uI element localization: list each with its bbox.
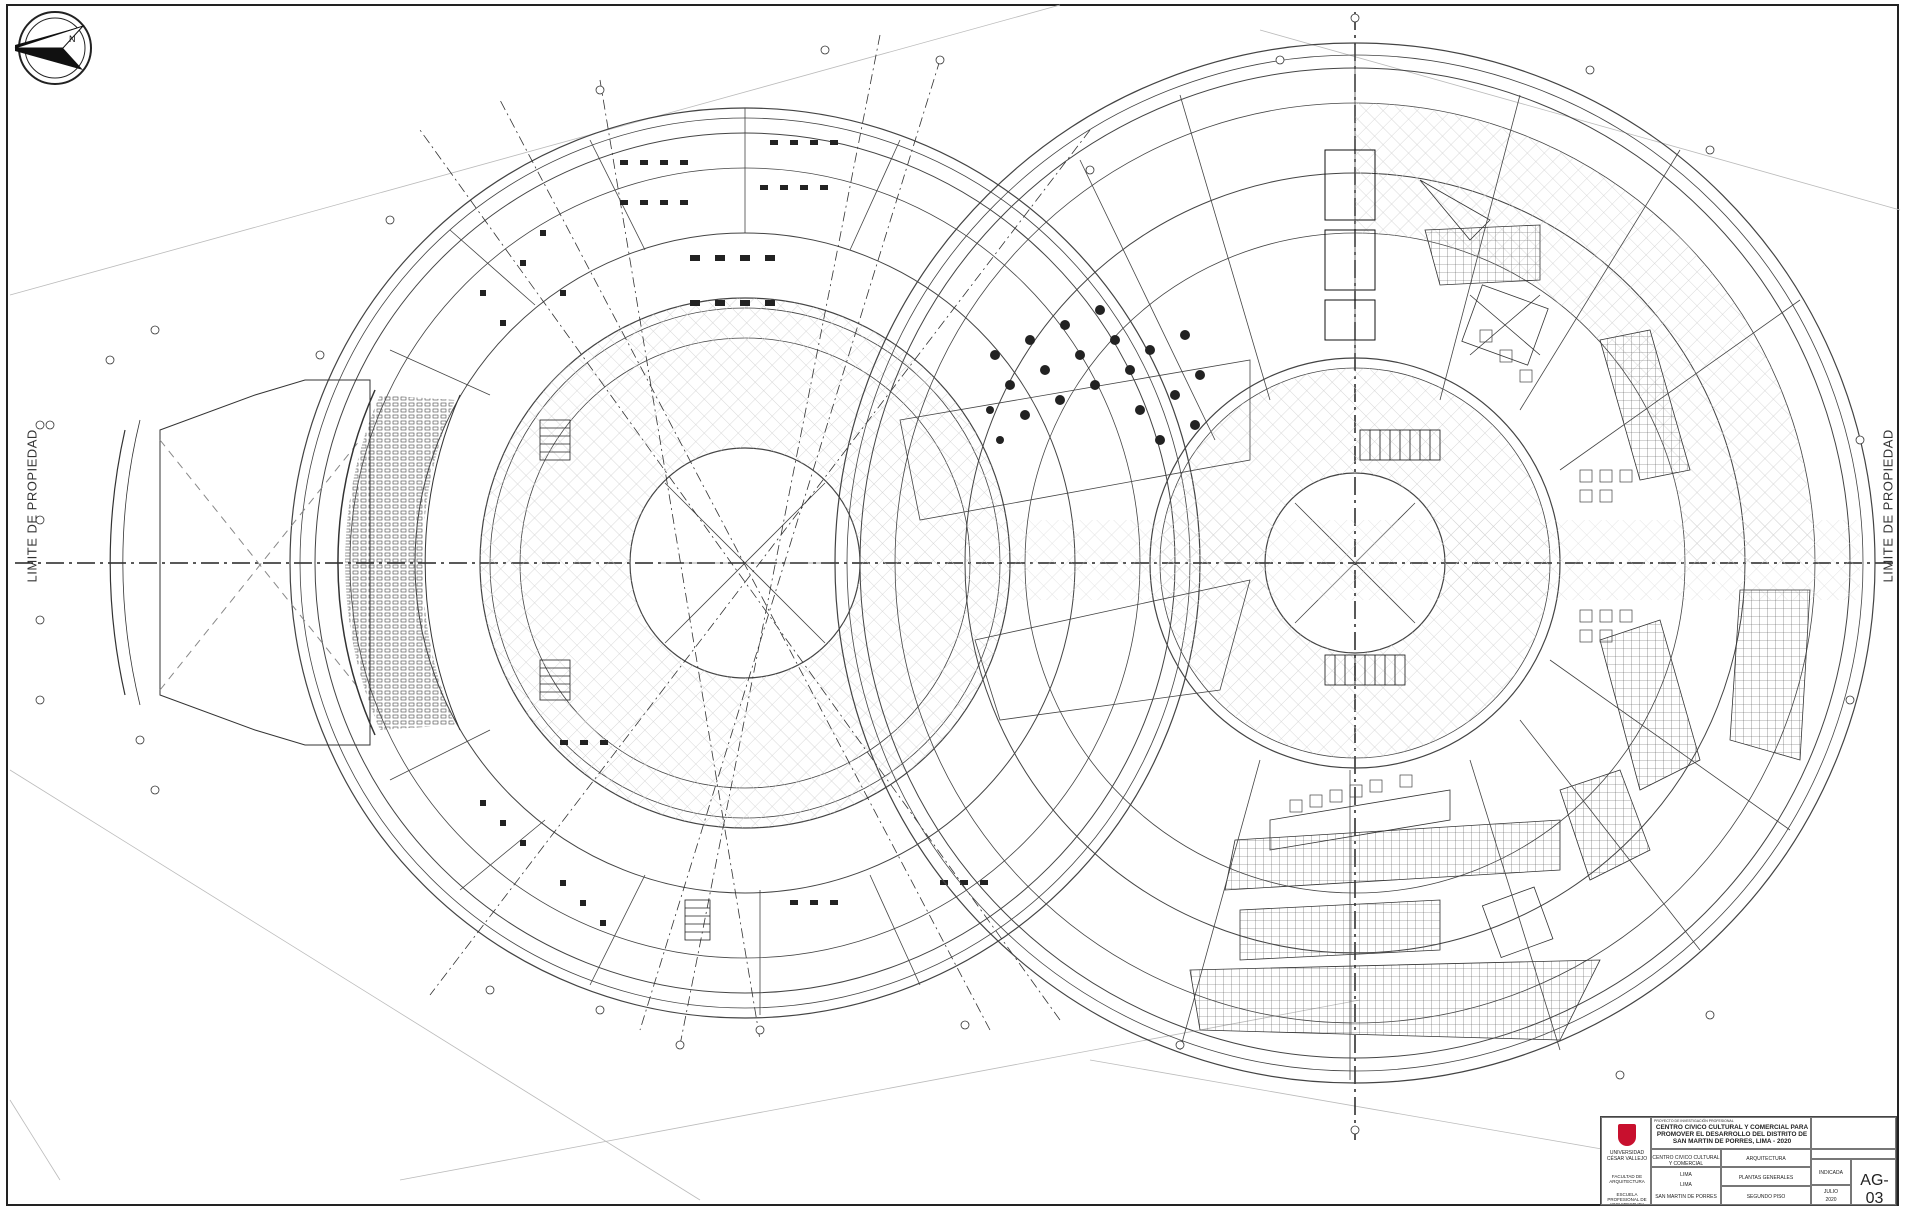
right-escalators [1324, 429, 1441, 686]
plan-name: PLANTAS GENERALES [1738, 1175, 1794, 1181]
right-corridor-hatch [1010, 520, 1860, 600]
right-circulation-ring [1159, 368, 1550, 759]
scale-value: INDICADA [1819, 1170, 1843, 1176]
level-name: SEGUNDO PISO [1746, 1194, 1786, 1200]
project-title-cell: PROYECTO DE INVESTIGACIÓN PROFESIONAL CE… [1651, 1117, 1811, 1149]
date-year: 2020 [1825, 1197, 1837, 1203]
project-title: CENTRO CIVICO CULTURAL Y COMERCIAL PARA … [1655, 1124, 1809, 1145]
date-cell: JULIO 2020 [1811, 1185, 1851, 1205]
province: LIMA [1680, 1182, 1692, 1188]
right-outer-hatch [1355, 103, 1815, 563]
auditorium [109, 379, 461, 746]
advisor-cell [1811, 1149, 1896, 1159]
faculty-name: FACULTAD DE ARQUITECTURA [1609, 1174, 1645, 1184]
level-cell: SEGUNDO PISO [1721, 1186, 1811, 1205]
date-month: JULIO [1823, 1189, 1839, 1195]
left-radial-axes [419, 34, 1091, 1046]
specialty: ARQUITECTURA [1746, 1156, 1786, 1162]
north-arrow-icon: N [14, 11, 92, 85]
title-block: UNIVERSIDAD CÉSAR VALLEJO FACULTAD DE AR… [1600, 1116, 1897, 1206]
sheet-number: AG-03 [1860, 1172, 1889, 1205]
sheet-number-cell: AG-03 [1851, 1159, 1896, 1205]
project-name: CENTRO CIVICO CULTURAL Y COMERCIAL [1652, 1155, 1720, 1167]
left-stairs [539, 419, 711, 941]
scale-cell: INDICADA [1811, 1159, 1851, 1185]
cafeteria-tables [986, 305, 1205, 445]
left-block-rooms [389, 108, 921, 1015]
grid-axis-bubbles [35, 13, 1865, 1135]
university-shield-icon [1618, 1124, 1636, 1146]
specialty-cell: ARQUITECTURA [1721, 1149, 1811, 1167]
left-circulation-ring [479, 298, 1010, 828]
title-block-logo-cell: UNIVERSIDAD CÉSAR VALLEJO FACULTAD DE AR… [1601, 1117, 1651, 1205]
university-name: UNIVERSIDAD CÉSAR VALLEJO [1606, 1150, 1648, 1162]
district: SAN MARTIN DE PORRES [1655, 1194, 1717, 1200]
shop-furniture [1289, 329, 1633, 813]
services-core [1324, 149, 1376, 341]
left-block-furniture [480, 140, 988, 926]
right-atrium-voids [1269, 284, 1554, 959]
location-cell: LIMA LIMA SAN MARTIN DE PORRES [1651, 1167, 1721, 1205]
school-name: ESCUELA PROFESIONAL DE ARQUITECTURA [1607, 1192, 1647, 1205]
plan-cell: PLANTAS GENERALES [1721, 1167, 1811, 1186]
svg-text:N: N [69, 34, 76, 44]
right-property-limit-label: LIMITE DE PROPIEDAD [1880, 429, 1896, 583]
project-header: PROYECTO DE INVESTIGACIÓN PROFESIONAL [1654, 1119, 1734, 1123]
auditorium-seating [345, 395, 455, 730]
left-property-limit-label: LIMITE DE PROPIEDAD [24, 429, 40, 583]
right-block-rooms [899, 45, 1801, 1080]
commercial-grid-zones [1189, 179, 1811, 1041]
department: LIMA [1680, 1172, 1692, 1178]
authors-cell [1811, 1117, 1896, 1149]
sheet-border [6, 4, 1899, 1206]
project-name-cell: CENTRO CIVICO CULTURAL Y COMERCIAL [1651, 1149, 1721, 1167]
